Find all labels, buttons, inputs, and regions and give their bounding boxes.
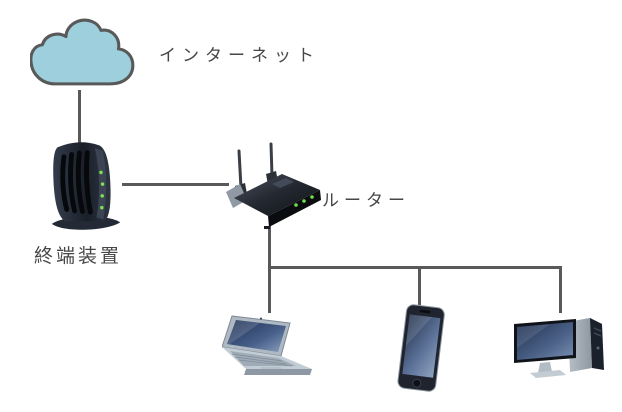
- router-label: ルーター: [322, 191, 410, 210]
- router-node: [224, 142, 324, 230]
- laptop-screen-glare: [227, 320, 260, 344]
- wireless-router-icon: [226, 142, 321, 229]
- monitor-stand-base: [530, 370, 566, 378]
- tower-details: [593, 327, 602, 350]
- line-modem-router: [122, 183, 229, 186]
- desktop-pc-node: [512, 316, 606, 380]
- modem-node: [42, 136, 128, 234]
- smartphone-icon: [397, 304, 445, 392]
- internet-cloud-node: [29, 18, 138, 88]
- laptop-screen: [227, 320, 286, 352]
- desktop-pc-icon: [514, 318, 604, 378]
- modem-label: 終端装置: [34, 246, 123, 267]
- router-front-face: [268, 190, 321, 227]
- router-top-label: [272, 178, 294, 188]
- modem-leds: [99, 170, 105, 210]
- line-router-bus: [268, 226, 271, 269]
- laptop-node: [221, 314, 314, 386]
- laptop-icon: [221, 315, 312, 375]
- router-top-face: [234, 174, 320, 216]
- line-bus-laptop: [268, 266, 271, 313]
- router-foot: [264, 226, 270, 229]
- cloud-icon: [29, 18, 135, 86]
- laptop-webcam: [260, 317, 262, 320]
- laptop-key-rows: [231, 353, 293, 367]
- modem-vents: [60, 150, 93, 215]
- monitor-screen: [517, 322, 573, 360]
- modem-front-strip: [94, 148, 107, 220]
- router-leds: [294, 195, 314, 207]
- line-bus-smartphone: [418, 266, 421, 309]
- line-bus-desktop: [559, 266, 562, 313]
- monitor-stand: [538, 362, 552, 373]
- internet-label: インターネット: [159, 46, 320, 65]
- smartphone-node: [394, 304, 448, 394]
- laptop-front-edge: [244, 369, 312, 375]
- line-internet-modem: [78, 90, 81, 147]
- phone-home-button: [412, 378, 422, 388]
- phone-earpiece: [419, 309, 431, 314]
- phone-screen: [402, 314, 441, 378]
- tower-front: [590, 318, 604, 370]
- line-lan-bus: [268, 266, 562, 269]
- modem-body: [53, 142, 111, 222]
- monitor-glare: [517, 324, 550, 348]
- phone-screen-glare: [405, 314, 432, 347]
- modem-icon: [51, 142, 121, 230]
